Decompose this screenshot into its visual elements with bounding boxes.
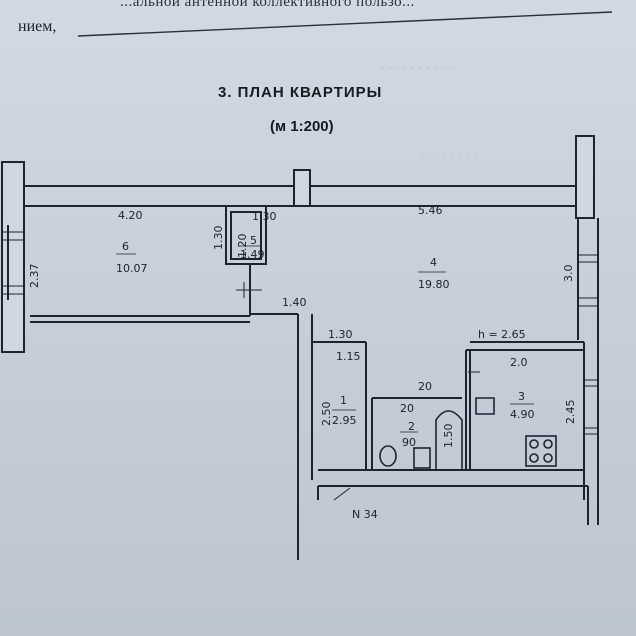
dim-30: 3.0 [562,265,575,283]
dim-120: 1.20 [236,234,249,259]
dim-140: 1.40 [282,296,307,309]
room-number-2: 2 [408,420,415,433]
ceiling-height: h = 2.65 [478,328,526,341]
room-number-3: 3 [518,390,525,403]
stove-icon [525,435,557,467]
dim-420: 4.20 [118,209,143,222]
room-area-2: 90 [402,436,416,449]
sink-icon [413,447,431,469]
field-label: нием, [18,18,57,35]
mid-column [293,169,311,207]
dim-546: 5.46 [418,204,443,217]
fixtures [379,397,557,471]
dimension-ticks [236,282,480,501]
bathtub-icon [435,410,463,471]
left-column [1,161,25,353]
signature-line [77,11,613,37]
room-number-6: 6 [122,240,129,253]
room-number-5: 5 [250,234,257,247]
dim-130-top: 1.30 [252,210,277,223]
window-hatching [2,231,598,435]
room-area-5: 1.49 [240,248,265,261]
page-title: 3. ПЛАН КВАРТИРЫ [218,84,383,101]
header-top-text: ...альной антенной коллективного пользо.… [120,0,415,10]
right-column [575,135,595,219]
dim-150: 1.50 [442,424,455,449]
dim-245: 2.45 [564,400,577,425]
dim-20-bath: 20 [400,402,414,415]
washbasin-icon [475,397,495,415]
show-through-text: · · · · · · · · · · [380,60,453,75]
dim-20-bath-top: 20 [418,380,432,393]
dim-130-vertical: 1.30 [212,226,225,251]
dim-20-kitchen: 2.0 [510,356,528,369]
dim-115: 1.15 [336,350,361,363]
dim-250: 2.50 [320,402,333,427]
show-through-text: · · · · · · · · [420,150,478,165]
house-number: N 34 [352,508,378,521]
walls [1,135,599,560]
room-number-1: 1 [340,394,347,407]
room-area-3: 4.90 [510,408,535,421]
room-number-4: 4 [430,256,437,269]
dim-237: 2.37 [28,264,41,289]
dim-130-lower: 1.30 [328,328,353,341]
scale-label: (м 1:200) [270,118,334,135]
room-area-1: 2.95 [332,414,357,427]
room-area-4: 19.80 [418,278,450,291]
toilet-icon [379,445,397,467]
room-area-6: 10.07 [116,262,148,275]
